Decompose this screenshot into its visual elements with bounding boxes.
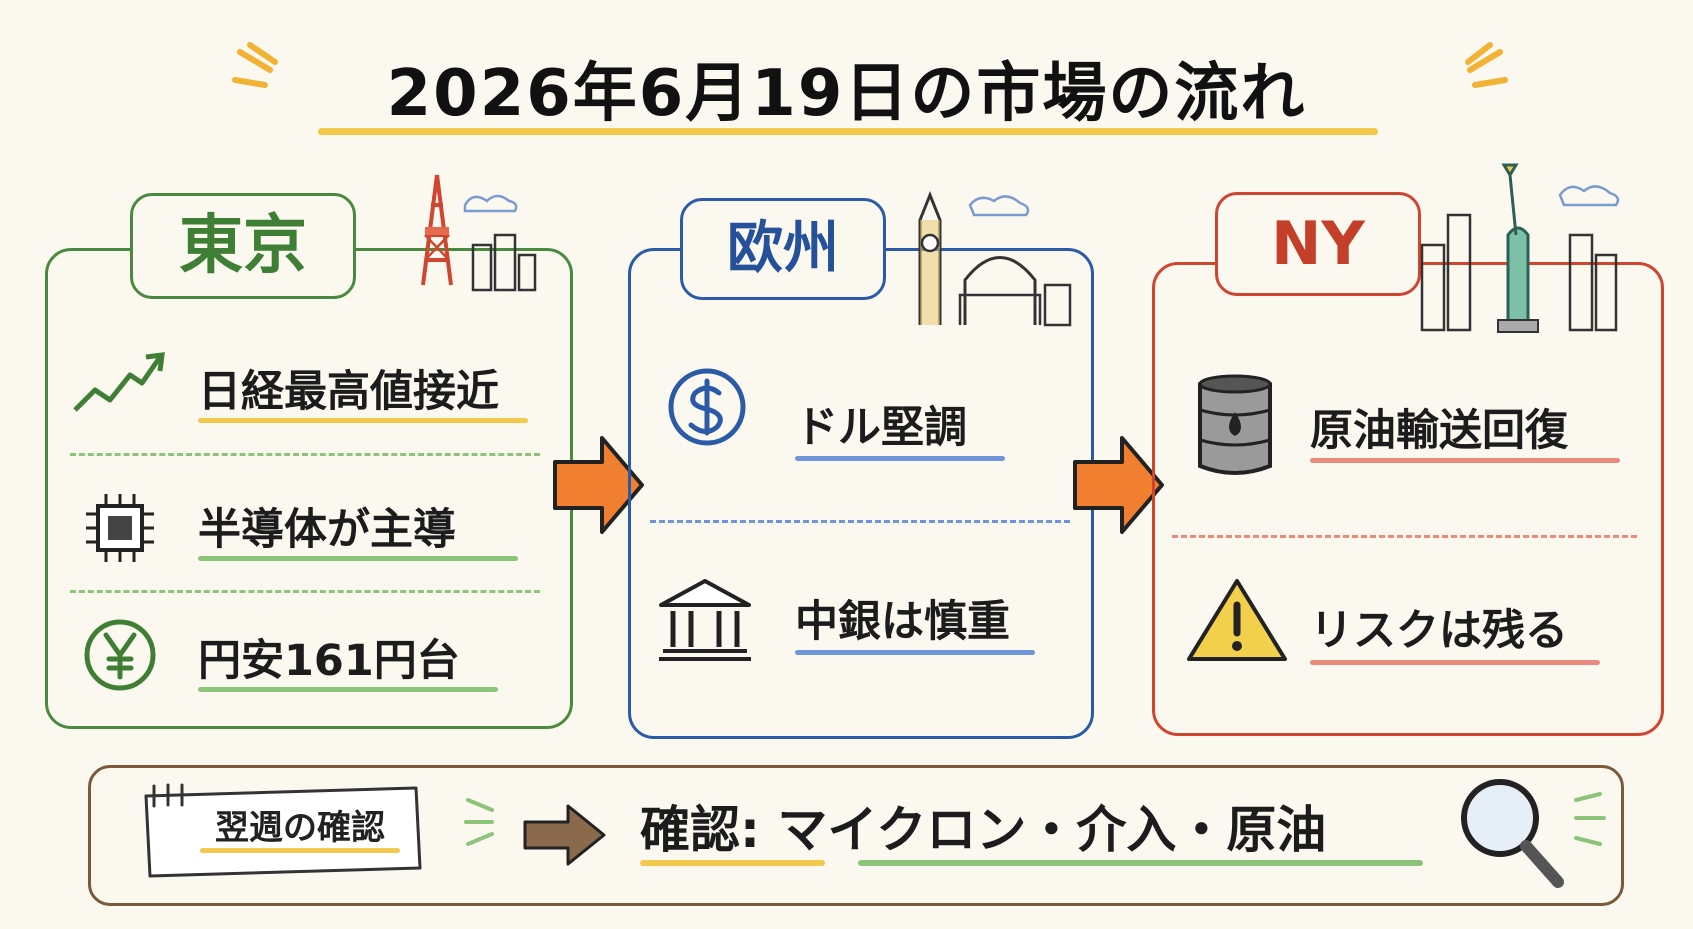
chip-icon [86,494,154,562]
dollar-icon [668,368,746,446]
confirm-underline-yellow [640,860,825,866]
magnifier-icon [1461,779,1564,888]
tokyo-tower-icon [421,174,537,292]
ny-item-1: 原油輸送回復 [1310,406,1568,456]
tokyo-item-1: 日経最高値接近 [198,367,499,417]
europe-divider [650,520,1070,523]
bank-icon [659,579,751,661]
arrow-bottom-icon [523,804,606,866]
page-title: 2026年6月19日の市場の流れ [386,57,1307,131]
warning-icon [1187,579,1287,661]
ny-item-2-underline [1310,660,1600,665]
ny-item-1-underline [1310,458,1620,463]
tokyo-item-3-underline [198,687,498,692]
tokyo-label: 東京 [130,193,356,299]
notebook-label-underline [200,848,400,853]
oil-barrel-icon [1198,374,1272,475]
arrow-europe-to-ny-icon [1073,436,1164,534]
confirm-underline-green [858,860,1423,866]
europe-item-2: 中銀は慎重 [795,597,1010,647]
notebook-label: 翌週の確認 [215,808,385,848]
europe-item-2-underline [795,650,1035,655]
statue-of-liberty-icon [1420,163,1620,333]
ny-divider [1172,535,1637,538]
next-week-panel [88,765,1624,906]
sparkle-notebook-icon [464,798,494,846]
title-underline [318,128,1378,135]
confirm-text: 確認: マイクロン・介入・原油 [640,801,1327,859]
tokyo-item-1-underline [198,418,528,423]
tokyo-item-3: 円安161円台 [198,636,460,686]
sparkle-left-icon [232,42,278,88]
ny-label: NY [1215,192,1421,296]
tokyo-divider-1 [70,453,540,456]
europe-item-1-underline [795,456,1005,461]
arrow-tokyo-to-europe-icon [553,436,644,534]
notebook-icon [144,783,422,878]
chart-up-icon [73,352,165,412]
europe-label: 欧州 [680,198,886,300]
big-ben-icon [918,190,1072,327]
tokyo-divider-2 [70,590,540,593]
sparkle-right-icon [1465,42,1508,88]
europe-item-1: ドル堅調 [795,403,967,453]
tokyo-item-2-underline [198,556,518,561]
ny-item-2: リスクは残る [1310,606,1568,656]
yen-icon [84,619,156,691]
tokyo-item-2: 半導体が主導 [198,505,456,555]
sparkle-magnifier-icon [1574,792,1606,846]
